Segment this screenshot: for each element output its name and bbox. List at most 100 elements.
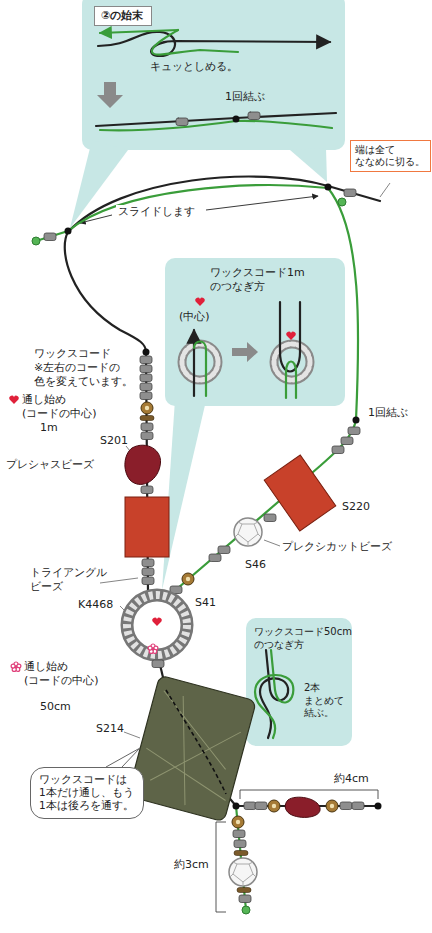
bead — [142, 577, 154, 585]
bead — [325, 184, 332, 191]
bead — [229, 858, 257, 886]
length: 1m — [40, 421, 58, 435]
panel-text: キュッとしめる。 — [150, 60, 238, 74]
part-code: S46 — [245, 558, 266, 572]
bead — [341, 437, 353, 445]
bead — [233, 830, 245, 838]
bead — [268, 800, 280, 812]
bead — [127, 675, 256, 822]
knot-detail — [100, 30, 178, 33]
knot-detail — [176, 118, 188, 126]
length: 50cm — [40, 700, 71, 714]
bead — [65, 228, 72, 235]
dimension-bracket — [216, 790, 378, 912]
knot-detail — [97, 82, 123, 108]
bead — [141, 402, 153, 414]
callout-panel-shape — [290, 148, 327, 182]
knot-detail — [96, 30, 336, 130]
node-text: ②の始末 — [101, 9, 143, 23]
slide-arrow — [206, 196, 318, 210]
note: ※左右のコードの 色を変えています。 — [34, 361, 133, 389]
node-text: 2本 まとめて 結ぶ。 — [304, 682, 344, 720]
bead — [152, 660, 164, 668]
bead — [232, 816, 244, 828]
bead — [44, 233, 56, 241]
bead — [352, 802, 364, 810]
part-code: S214 — [96, 722, 124, 736]
bead — [125, 497, 169, 557]
bead — [234, 851, 248, 856]
bead — [237, 888, 251, 893]
note-box: 端は全て ななめに切る。 — [350, 140, 431, 172]
bead — [340, 802, 352, 810]
bead — [285, 797, 320, 817]
panel-text: ワックスコード50cm のつなぎ方 — [254, 626, 352, 651]
part-code: S220 — [342, 500, 370, 514]
speech-bubble: ワックスコードは 1本だけ通し、もう 1本は後ろを通す。 — [30, 767, 144, 819]
callout-panel: ワックスコード50cm のつなぎ方 2本 まとめて 結ぶ。 — [246, 618, 358, 746]
knot-detail — [100, 121, 332, 131]
wax-cord — [36, 185, 358, 600]
bead — [244, 802, 256, 810]
bead — [152, 618, 161, 626]
ring-join-detail — [182, 344, 218, 380]
bead — [141, 423, 153, 431]
bead — [242, 906, 250, 914]
bead — [141, 486, 153, 494]
part-code: S201 — [100, 434, 128, 448]
node-text: 1回結ぶ — [225, 90, 265, 104]
part-name: プレシャスビーズ — [6, 458, 94, 472]
bead — [127, 595, 187, 655]
bead — [140, 392, 152, 400]
bead — [344, 189, 356, 197]
bead — [264, 455, 336, 531]
bead — [32, 237, 40, 245]
bead — [140, 365, 152, 373]
bead — [127, 595, 187, 655]
part-code: S41 — [195, 596, 216, 610]
ring-join-detail — [194, 342, 206, 397]
label-symbol — [9, 396, 18, 404]
bead — [182, 573, 194, 585]
bead — [353, 417, 360, 424]
label-symbol — [11, 662, 21, 671]
bead — [239, 895, 251, 903]
ring-join-detail — [286, 362, 296, 399]
bead — [143, 349, 150, 356]
node-text: (中心) — [179, 310, 210, 324]
bead — [218, 546, 230, 554]
ring-join-detail — [182, 344, 218, 380]
title-box: ②の始末 — [94, 6, 152, 26]
bead — [375, 803, 382, 810]
part-code: K4468 — [78, 598, 113, 612]
bead — [140, 356, 152, 364]
start-note: 通し始め (コードの中心) — [24, 660, 99, 688]
start-note: 通し始め (コードの中心) — [22, 393, 97, 421]
ring-join-detail — [232, 342, 258, 362]
double-knot-detail — [255, 650, 293, 738]
bead — [142, 568, 154, 576]
bead — [255, 802, 267, 810]
ring-join-detail — [193, 330, 195, 396]
double-knot-detail — [255, 650, 293, 738]
part-name: トライアングル ビーズ — [30, 566, 107, 594]
callout-panel: ワックスコード1m のつなぎ方(中心) — [165, 258, 345, 406]
node-text: ワックスコードは 1本だけ通し、もう 1本は後ろを通す。 — [39, 773, 134, 812]
bead — [209, 554, 221, 562]
leader-lines — [264, 540, 280, 546]
bead — [233, 803, 240, 810]
bead — [264, 514, 276, 522]
dimension-bracket — [240, 790, 378, 799]
dimension-bracket — [216, 822, 226, 912]
bead — [140, 374, 152, 382]
leader-lines — [100, 183, 390, 738]
bead — [127, 675, 256, 822]
callout-panel-shape — [82, 0, 345, 150]
slide-note: スライドします — [116, 205, 197, 219]
ring-join-detail — [195, 298, 204, 306]
bead — [326, 800, 338, 812]
knot-detail — [233, 116, 240, 123]
knot-note: 1回結ぶ — [368, 406, 408, 420]
knot-detail — [98, 32, 330, 56]
